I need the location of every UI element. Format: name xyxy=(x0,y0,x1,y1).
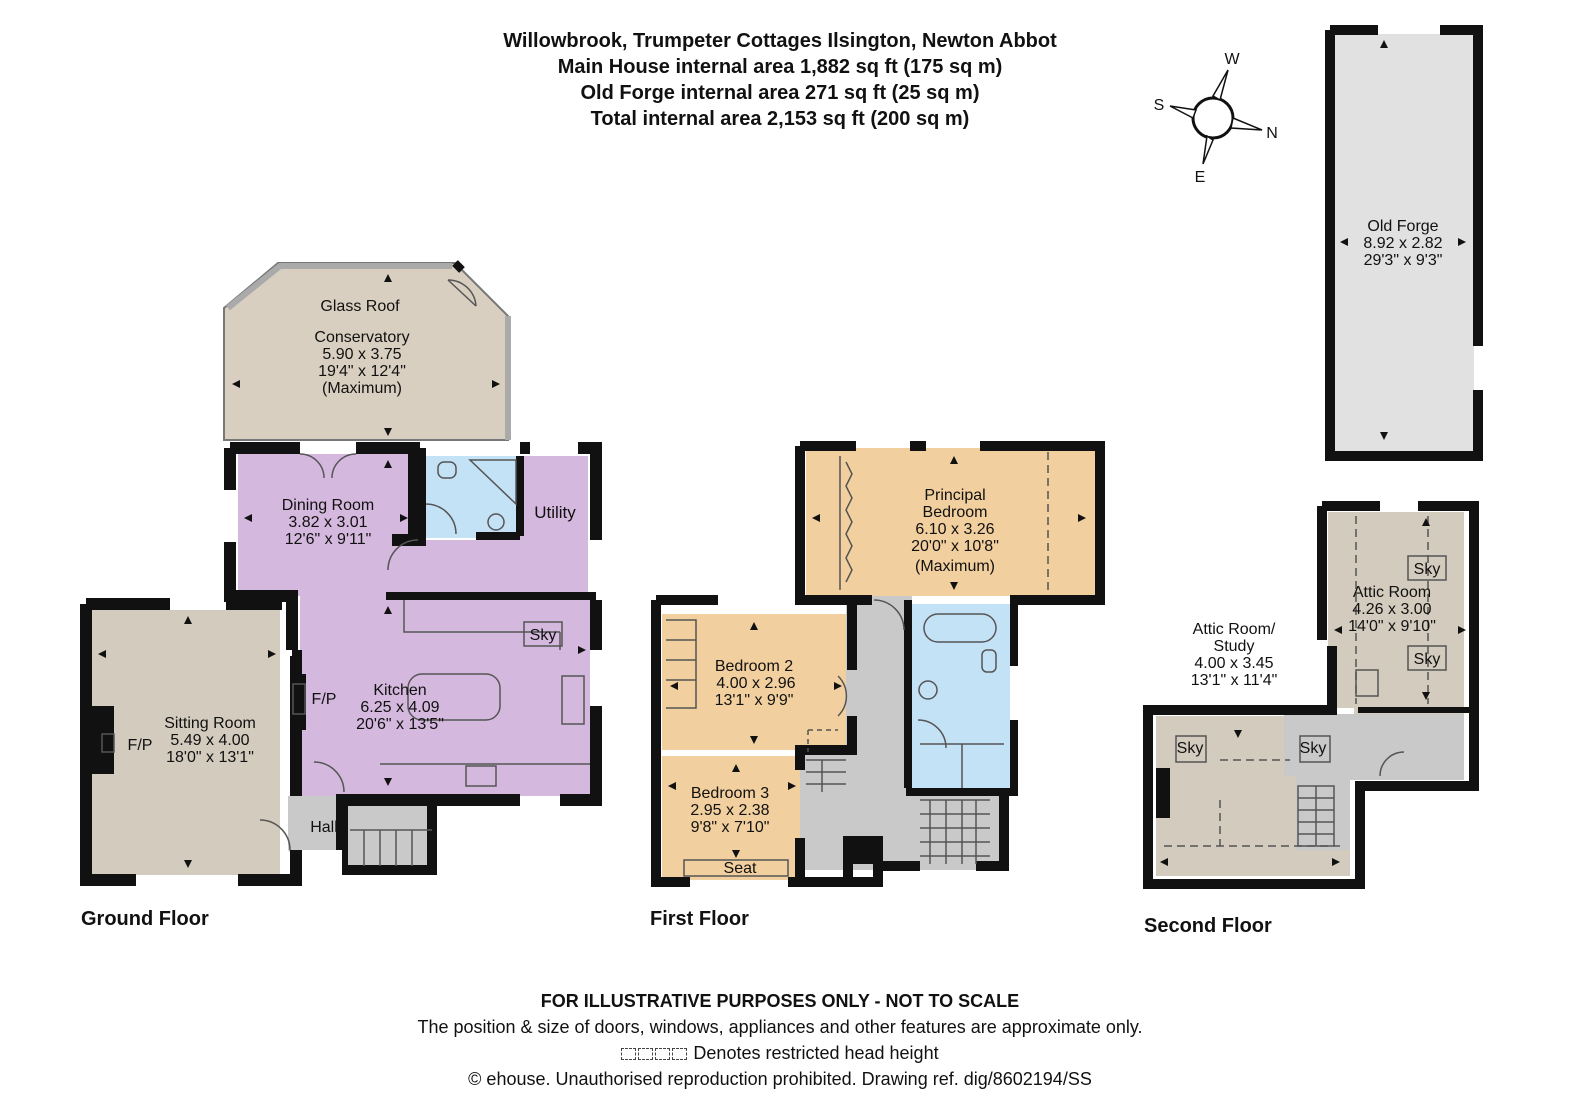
bedroom-3-name: Bedroom 3 xyxy=(691,785,769,802)
illustrative-disclaimer: FOR ILLUSTRATIVE PURPOSES ONLY - NOT TO … xyxy=(540,991,1020,1011)
restricted-head-height-key: Denotes restricted head height xyxy=(300,1040,1260,1067)
first-floor-label: First Floor xyxy=(650,908,749,930)
property-address: Willowbrook, Trumpeter Cottages Ilsingto… xyxy=(503,30,1057,52)
conservatory-note: (Maximum) xyxy=(322,380,402,397)
principal-bedroom-metric: 6.10 x 3.26 xyxy=(915,521,994,538)
attic-room-metric: 4.26 x 3.00 xyxy=(1352,601,1431,618)
dashed-line-key-icon xyxy=(621,1041,689,1067)
ground-floor-label: Ground Floor xyxy=(81,908,209,930)
attic-room-imperial: 14'0" x 9'10" xyxy=(1348,618,1436,635)
principal-bedroom-imperial: 20'0" x 10'8" xyxy=(911,538,999,555)
study-name-line2: Study xyxy=(1214,638,1255,655)
old-forge-plan: Old Forge 8.92 x 2.82 29'3" x 9'3" xyxy=(1325,25,1483,461)
sitting-room-imperial: 18'0" x 13'1" xyxy=(166,749,254,766)
compass-icon: W N E S xyxy=(1154,51,1278,186)
conservatory-imperial: 19'4" x 12'4" xyxy=(318,363,406,380)
compass-east-label: E xyxy=(1195,169,1206,186)
bedroom-2-imperial: 13'1" x 9'9" xyxy=(715,692,794,709)
bedroom-2-name: Bedroom 2 xyxy=(715,658,793,675)
dining-room-metric: 3.82 x 3.01 xyxy=(288,514,367,531)
attic-room-sky-label-2: Sky xyxy=(1414,651,1441,668)
study-name: Attic Room/ xyxy=(1193,621,1276,638)
sitting-room-metric: 5.49 x 4.00 xyxy=(170,732,249,749)
compass-south-label: S xyxy=(1154,97,1165,114)
sitting-room-fireplace-label: F/P xyxy=(128,737,153,754)
total-area: Total internal area 2,153 sq ft (200 sq … xyxy=(590,108,970,130)
kitchen-sky-label: Sky xyxy=(530,627,557,644)
dining-room-imperial: 12'6" x 9'11" xyxy=(285,531,372,548)
second-floor-label: Second Floor xyxy=(1144,915,1272,937)
old-forge-imperial: 29'3" x 9'3" xyxy=(1364,252,1443,269)
old-forge-area: Old Forge internal area 271 sq ft (25 sq… xyxy=(580,82,980,104)
study-sky-label-1: Sky xyxy=(1177,740,1204,757)
compass-west-label: W xyxy=(1224,51,1240,68)
approximation-note: The position & size of doors, windows, a… xyxy=(417,1017,1143,1037)
ground-floor-plan: Glass Roof Conservatory 5.90 x 3.75 19'4… xyxy=(80,260,602,886)
old-forge-metric: 8.92 x 2.82 xyxy=(1363,235,1442,252)
principal-bedroom-name: Principal xyxy=(924,487,985,504)
first-floor-plan: Principal Bedroom 6.10 x 3.26 20'0" x 10… xyxy=(651,441,1105,887)
hall-name: Hall xyxy=(310,819,338,836)
sitting-room-name: Sitting Room xyxy=(164,715,256,732)
conservatory-metric: 5.90 x 3.75 xyxy=(322,346,401,363)
dining-room-name: Dining Room xyxy=(282,497,374,514)
study-sky-label-2: Sky xyxy=(1300,740,1327,757)
utility-name: Utility xyxy=(534,503,576,522)
principal-bedroom-note: (Maximum) xyxy=(915,558,995,575)
copyright-notice: © ehouse. Unauthorised reproduction proh… xyxy=(468,1069,1092,1089)
conservatory-name: Conservatory xyxy=(314,329,409,346)
bedroom-3-metric: 2.95 x 2.38 xyxy=(690,802,769,819)
study-imperial: 13'1" x 11'4" xyxy=(1191,672,1278,689)
bedroom-3-imperial: 9'8" x 7'10" xyxy=(691,819,770,836)
kitchen-metric: 6.25 x 4.09 xyxy=(360,699,439,716)
restricted-head-height-text: Denotes restricted head height xyxy=(693,1043,939,1063)
old-forge-name: Old Forge xyxy=(1367,218,1438,235)
study-metric: 4.00 x 3.45 xyxy=(1194,655,1273,672)
kitchen-fireplace-label: F/P xyxy=(312,691,337,708)
compass-north-label: N xyxy=(1266,125,1278,142)
kitchen-name: Kitchen xyxy=(373,682,426,699)
second-floor-plan: Sky Attic Room 4.26 x 3.00 14'0" x 9'10"… xyxy=(1143,501,1479,889)
attic-room-name: Attic Room xyxy=(1353,584,1431,601)
conservatory-roof-note: Glass Roof xyxy=(320,298,400,315)
attic-room-sky-label-1: Sky xyxy=(1414,561,1441,578)
kitchen-imperial: 20'6" x 13'5" xyxy=(356,716,444,733)
bedroom-2-metric: 4.00 x 2.96 xyxy=(716,675,795,692)
main-house-area: Main House internal area 1,882 sq ft (17… xyxy=(557,56,1003,78)
principal-bedroom-name-line2: Bedroom xyxy=(923,504,988,521)
bedroom-3-seat-label: Seat xyxy=(724,860,757,877)
